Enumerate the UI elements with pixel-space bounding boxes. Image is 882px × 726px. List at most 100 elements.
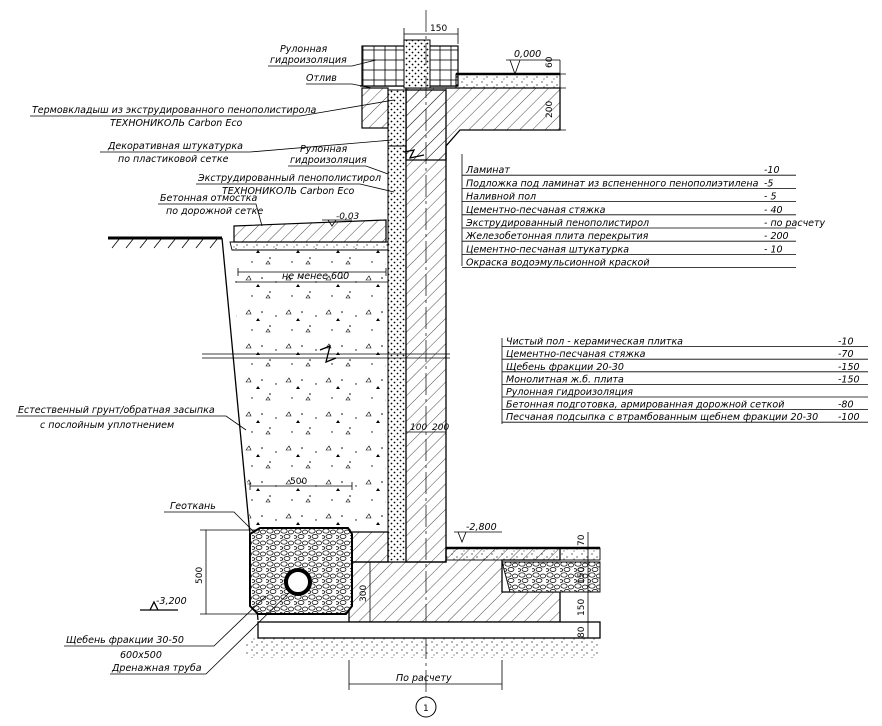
level-m2800-label: -2,800 — [466, 522, 497, 533]
lower-floor-gravel — [501, 561, 601, 593]
upper-layer-row-name: Подложка под ламинат из вспененного пено… — [466, 178, 759, 189]
lower-layer-row-name: Щебень фракции 20-30 — [506, 362, 624, 373]
dim-200: 200 — [545, 101, 555, 118]
dim-min600: не менее 600 — [282, 271, 349, 282]
upper-layer-row-name: Наливной пол — [466, 192, 536, 203]
callout-thermal-1: Термовкладыш из экструдированного пенопо… — [32, 105, 317, 116]
break-line-1 — [403, 149, 425, 159]
upper-layer-row-value: -5 — [764, 178, 773, 189]
upper-layer-row-name: Окраска водоэмульсионной краской — [466, 258, 650, 269]
callout-geotextile: Геоткань — [170, 501, 216, 512]
level-m003-label: -0,03 — [336, 212, 360, 222]
lower-layer-row-name: Цементно-песчаная стяжка — [506, 349, 646, 360]
callout-drip: Отлив — [306, 73, 337, 84]
leader-geotextile — [164, 511, 255, 533]
callout-roll-top-2: гидроизоляция — [270, 55, 347, 66]
upper-layer-row-name: Экструдированный пенополистирол — [465, 218, 649, 229]
lower-layer-row-name: Монолитная ж.б. плита — [506, 374, 624, 385]
dim-500-line — [249, 482, 353, 490]
level-0-label: 0,000 — [514, 49, 541, 60]
callout-plaster-2: по пластиковой сетке — [118, 154, 229, 165]
callout-xps-1: Экструдированный пенополистирол — [197, 173, 381, 184]
dim-150-line — [403, 28, 459, 44]
upper-layer-row-value: - 10 — [764, 244, 783, 255]
lower-layer-row-value: -10 — [838, 337, 854, 348]
dim-100: 100 — [410, 423, 427, 433]
dim-150: 150 — [430, 24, 447, 34]
leader-gravel — [64, 595, 267, 647]
lower-layer-row-value: -80 — [838, 400, 854, 411]
upper-layer-row-value: - 200 — [764, 231, 789, 242]
callout-xps-2: ТЕХНОНИКОЛЬ Carbon Eco — [222, 186, 355, 197]
axis-label: 1 — [423, 704, 429, 714]
leader-drip — [306, 83, 373, 89]
level-m3200-label: -3,200 — [156, 596, 187, 607]
dim-right-top — [554, 60, 566, 131]
callout-blind-2: по дорожной сетке — [166, 206, 263, 217]
blind-area-sand — [229, 241, 389, 251]
drain-pipe — [284, 568, 312, 596]
leader-roll-top — [268, 59, 377, 67]
floor-slab-upper — [405, 87, 561, 161]
footing-heel — [348, 531, 389, 563]
leader-blind — [158, 203, 263, 227]
callout-thermal-2: ТЕХНОНИКОЛЬ Carbon Eco — [110, 118, 243, 129]
level-m2800-marker — [454, 531, 502, 544]
level-m3200-marker — [140, 600, 178, 611]
leader-xps — [196, 183, 395, 193]
callout-backfill-2: с послойным уплотнением — [40, 420, 174, 431]
break-line-horizontal — [202, 353, 450, 359]
dim-500h: 500 — [195, 567, 205, 584]
axis-marker — [415, 696, 437, 718]
dim-200b: 200 — [432, 423, 449, 433]
leader-drain — [110, 589, 293, 675]
upper-layer-row-name: Цементно-песчаная штукатурка — [466, 244, 629, 255]
upper-floor-layers — [455, 73, 561, 89]
upper-layer-row-value: - 5 — [764, 192, 777, 203]
dim-150a: 150 — [577, 567, 587, 584]
upper-layer-row-value: - 40 — [764, 205, 783, 216]
concrete-preparation — [257, 621, 601, 639]
leader-backfill — [16, 415, 247, 431]
upper-layer-row-name: Цементно-песчаная стяжка — [466, 205, 606, 216]
sand-bedding — [246, 638, 600, 658]
upper-layer-row-name: Ламинат — [465, 165, 510, 176]
lower-layer-row-name: Песчаная подсыпка с втрамбованным щебнем… — [506, 412, 818, 423]
lower-layer-row-value: -150 — [838, 374, 860, 385]
upper-layer-row-name: Железобетонная плита перекрытия — [465, 231, 649, 242]
lower-layer-row-value: -70 — [838, 349, 854, 360]
callout-plaster-1: Декоративная штукатурка — [107, 141, 243, 152]
dim-60: 60 — [545, 56, 555, 68]
dim-by-calc-line — [348, 660, 503, 690]
dim-80: 80 — [577, 626, 587, 638]
ground-hatch — [111, 237, 219, 249]
callout-roll-mid-2: гидроизоляция — [290, 155, 367, 166]
lower-layer-row-name: Рулонная гидроизоляция — [506, 387, 633, 398]
lower-layer-row-value: -100 — [838, 412, 860, 423]
lower-layer-row-value: -150 — [838, 362, 860, 373]
lower-floor-screed — [445, 547, 601, 561]
dim-500h-line — [200, 529, 260, 615]
callout-backfill-1: Естественный грунт/обратная засыпка — [18, 405, 215, 416]
level-m003-marker — [322, 219, 352, 227]
upper-layer-row-value: -10 — [764, 165, 780, 176]
plinth-block — [361, 87, 389, 129]
callout-gravel-2: 600х500 — [120, 650, 162, 661]
leader-thermal — [30, 99, 395, 117]
level-0-marker — [506, 59, 560, 76]
dim-min600-line — [237, 268, 387, 276]
lower-layer-row-name: Чистый пол - керамическая плитка — [506, 337, 683, 348]
dim-by-calc: По расчету — [396, 673, 452, 684]
blind-area-slab — [233, 219, 387, 243]
break-symbol — [319, 344, 337, 364]
dim-70: 70 — [577, 534, 587, 546]
callout-blind-1: Бетонная отмостка — [160, 193, 258, 204]
upper-layer-row-value: - по расчету — [764, 218, 826, 229]
floor-layers-lower-table: Чистый пол - керамическая плитка -10Цемен… — [501, 337, 868, 424]
thermal-insert — [387, 89, 407, 147]
dim-300: 300 — [359, 585, 369, 602]
dim-500: 500 — [290, 477, 307, 487]
